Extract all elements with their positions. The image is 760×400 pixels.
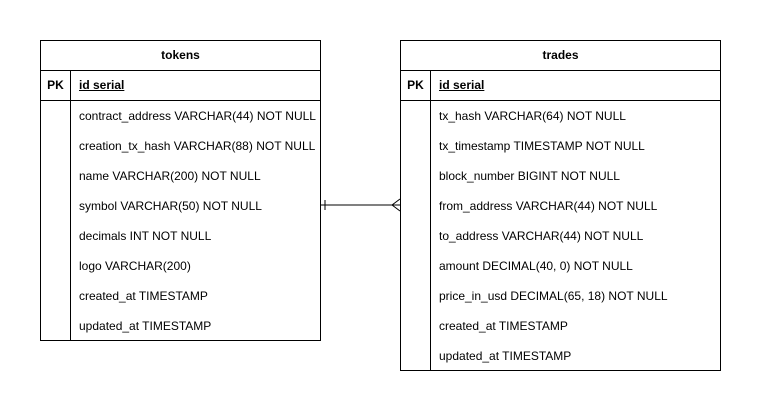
field-row: updated_at TIMESTAMP [439, 349, 572, 363]
field-row: symbol VARCHAR(50) NOT NULL [79, 199, 262, 213]
entity-title: tokens [41, 41, 320, 71]
field-row: contract_address VARCHAR(44) NOT NULL [79, 109, 316, 123]
field-row: to_address VARCHAR(44) NOT NULL [439, 229, 644, 243]
primary-key-row: PK id serial [401, 71, 720, 101]
field-row: creation_tx_hash VARCHAR(88) NOT NULL [79, 139, 316, 153]
key-column [401, 101, 431, 371]
attribute-section: tx_hash VARCHAR(64) NOT NULL tx_timestam… [401, 101, 720, 371]
field-row: logo VARCHAR(200) [79, 259, 191, 273]
field-row: created_at TIMESTAMP [79, 289, 208, 303]
field-row: name VARCHAR(200) NOT NULL [79, 169, 261, 183]
field-row: from_address VARCHAR(44) NOT NULL [439, 199, 658, 213]
field-row: created_at TIMESTAMP [439, 319, 568, 333]
field-row: updated_at TIMESTAMP [79, 319, 212, 333]
pk-field: id serial [439, 78, 485, 92]
crowfoot-lower [391, 204, 401, 212]
field-row: tx_hash VARCHAR(64) NOT NULL [439, 109, 626, 123]
field-row: amount DECIMAL(40, 0) NOT NULL [439, 259, 633, 273]
field-list: contract_address VARCHAR(44) NOT NULL cr… [71, 101, 320, 341]
key-column [41, 101, 71, 341]
entity-trades[interactable]: trades PK id serial tx_hash VARCHAR(64) … [400, 40, 721, 371]
pk-field: id serial [79, 78, 125, 92]
pk-label: PK [401, 71, 431, 100]
pk-label: PK [41, 71, 71, 100]
field-row: decimals INT NOT NULL [79, 229, 212, 243]
primary-key-row: PK id serial [41, 71, 320, 101]
field-row: block_number BIGINT NOT NULL [439, 169, 620, 183]
crowfoot-upper [391, 198, 401, 206]
entity-title: trades [401, 41, 720, 71]
field-row: tx_timestamp TIMESTAMP NOT NULL [439, 139, 645, 153]
field-row: price_in_usd DECIMAL(65, 18) NOT NULL [439, 289, 668, 303]
field-list: tx_hash VARCHAR(64) NOT NULL tx_timestam… [431, 101, 720, 371]
attribute-section: contract_address VARCHAR(44) NOT NULL cr… [41, 101, 320, 341]
entity-tokens[interactable]: tokens PK id serial contract_address VAR… [40, 40, 321, 341]
